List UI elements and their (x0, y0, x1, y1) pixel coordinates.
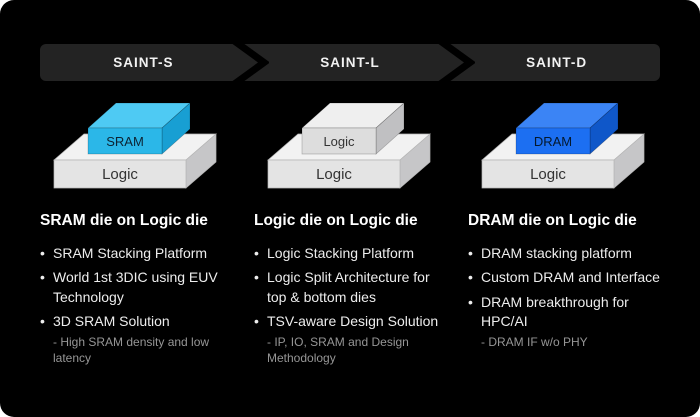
bullet-item: • TSV-aware Design Solution (254, 312, 446, 331)
bullet-text: Custom DRAM and Interface (481, 269, 660, 286)
bullet-text: World 1st 3DIC using EUV Technology (53, 269, 218, 305)
sub-bullet-text: - DRAM IF w/o PHY (481, 335, 588, 350)
top-dram-die: DRAM (515, 102, 619, 155)
top-die-label: SRAM (106, 134, 144, 149)
bullet-item: • Custom DRAM and Interface (468, 268, 660, 287)
sram-on-logic-stack-illustration: Logic SRAM (53, 102, 217, 189)
bullet-text: Logic Stacking Platform (267, 245, 415, 261)
bullet-dot: • (254, 312, 259, 329)
bullet-dot: • (468, 293, 473, 310)
bullet-item: • Logic Split Architecture for top & bot… (254, 268, 446, 307)
base-die-label: Logic (102, 166, 138, 183)
stage-bar: SAINT-S SAINT-L SAINT-D (40, 44, 660, 81)
base-die-label: Logic (316, 166, 352, 183)
bullet-text: SRAM Stacking Platform (53, 245, 208, 261)
bullet-dot: • (254, 245, 259, 261)
dram-on-logic-stack-illustration: Logic DRAM (481, 102, 645, 189)
column-heading: Logic die on Logic die (254, 212, 418, 229)
bullet-text: DRAM stacking platform (481, 245, 632, 261)
bullet-text: TSV-aware Design Solution (267, 312, 439, 329)
bullet-text: DRAM breakthrough for HPC/AI (481, 293, 629, 329)
column-heading: SRAM die on Logic die (40, 212, 208, 229)
logic-on-logic-stack-illustration: Logic Logic (267, 102, 431, 189)
stage-saint-l-label: SAINT-L (320, 55, 380, 70)
bullet-dot: • (40, 269, 45, 286)
stage-saint-l: SAINT-L (247, 44, 454, 81)
bullet-text: 3D SRAM Solution (53, 312, 170, 329)
bullet-dot: • (468, 269, 473, 286)
top-logic-die: Logic (301, 102, 405, 155)
sub-bullet-text: - IP, IO, SRAM and Design Methodology (267, 335, 409, 366)
bullet-dot: • (40, 245, 45, 261)
bullet-item: • World 1st 3DIC using EUV Technology (40, 268, 232, 307)
stage-saint-s: SAINT-S (40, 44, 247, 81)
bullet-list: • SRAM Stacking Platform • World 1st 3DI… (40, 244, 232, 367)
stage-saint-d-label: SAINT-D (526, 55, 588, 70)
stage-saint-s-label: SAINT-S (113, 55, 174, 70)
columns-grid: Logic SRAM SRAM die on Logic die • SRAM … (40, 94, 660, 372)
bullet-list: • Logic Stacking Platform • Logic Split … (254, 244, 446, 367)
top-sram-die: SRAM (87, 102, 191, 155)
bullet-dot: • (254, 269, 259, 286)
column-saint-s: Logic SRAM SRAM die on Logic die • SRAM … (40, 94, 232, 372)
column-saint-d: Logic DRAM DRAM die on Logic die • DRAM … (468, 94, 660, 372)
base-die-label: Logic (530, 166, 566, 183)
column-saint-l: Logic Logic Logic die on Logic die • Log… (254, 94, 446, 372)
top-die-label: DRAM (534, 134, 572, 149)
bullet-dot: • (468, 245, 473, 261)
bullet-item: • DRAM breakthrough for HPC/AI (468, 293, 660, 332)
bullet-item: • Logic Stacking Platform (254, 244, 446, 263)
stage-saint-d: SAINT-D (453, 44, 660, 81)
bullet-item: • 3D SRAM Solution (40, 312, 232, 331)
bullet-item: • SRAM Stacking Platform (40, 244, 232, 263)
bullet-list: • DRAM stacking platform • Custom DRAM a… (468, 244, 660, 350)
column-heading: DRAM die on Logic die (468, 212, 637, 229)
sub-bullet-text: - High SRAM density and low latency (53, 335, 210, 366)
bullet-item: • DRAM stacking platform (468, 244, 660, 263)
top-die-label: Logic (323, 134, 355, 149)
bullet-dot: • (40, 312, 45, 329)
bullet-text: Logic Split Architecture for top & botto… (267, 269, 430, 305)
